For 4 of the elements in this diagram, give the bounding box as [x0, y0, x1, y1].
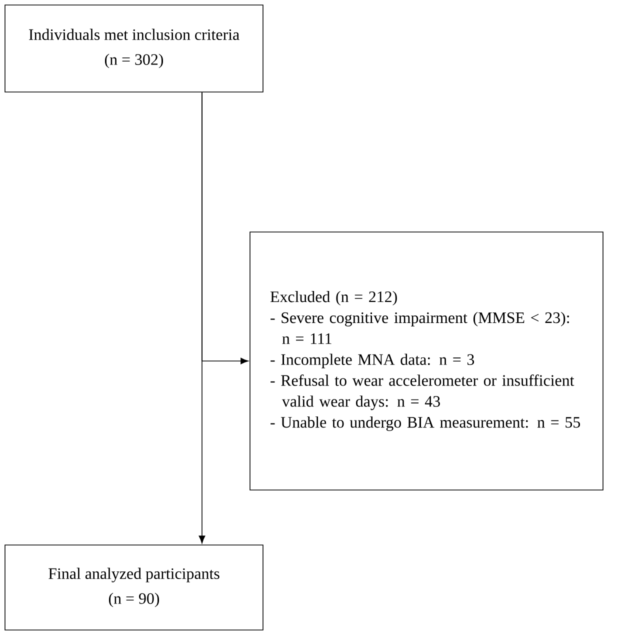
process-box: Final analyzed participants (n = 90): [4, 544, 264, 630]
arrow: [198, 92, 206, 544]
process-box: Excluded (n = 212) - Severe cognitive impairment (MMSE < 23): n = 111 - Incomplete MNA data: n = 3 - Refusal to wear accelerometer or insufficient valid wear days: n = 43 - Unable to undergo BIA measurement: n = 55: [250, 232, 604, 490]
process-box: Individuals met inclusion criteria (n = 302): [4, 4, 264, 92]
